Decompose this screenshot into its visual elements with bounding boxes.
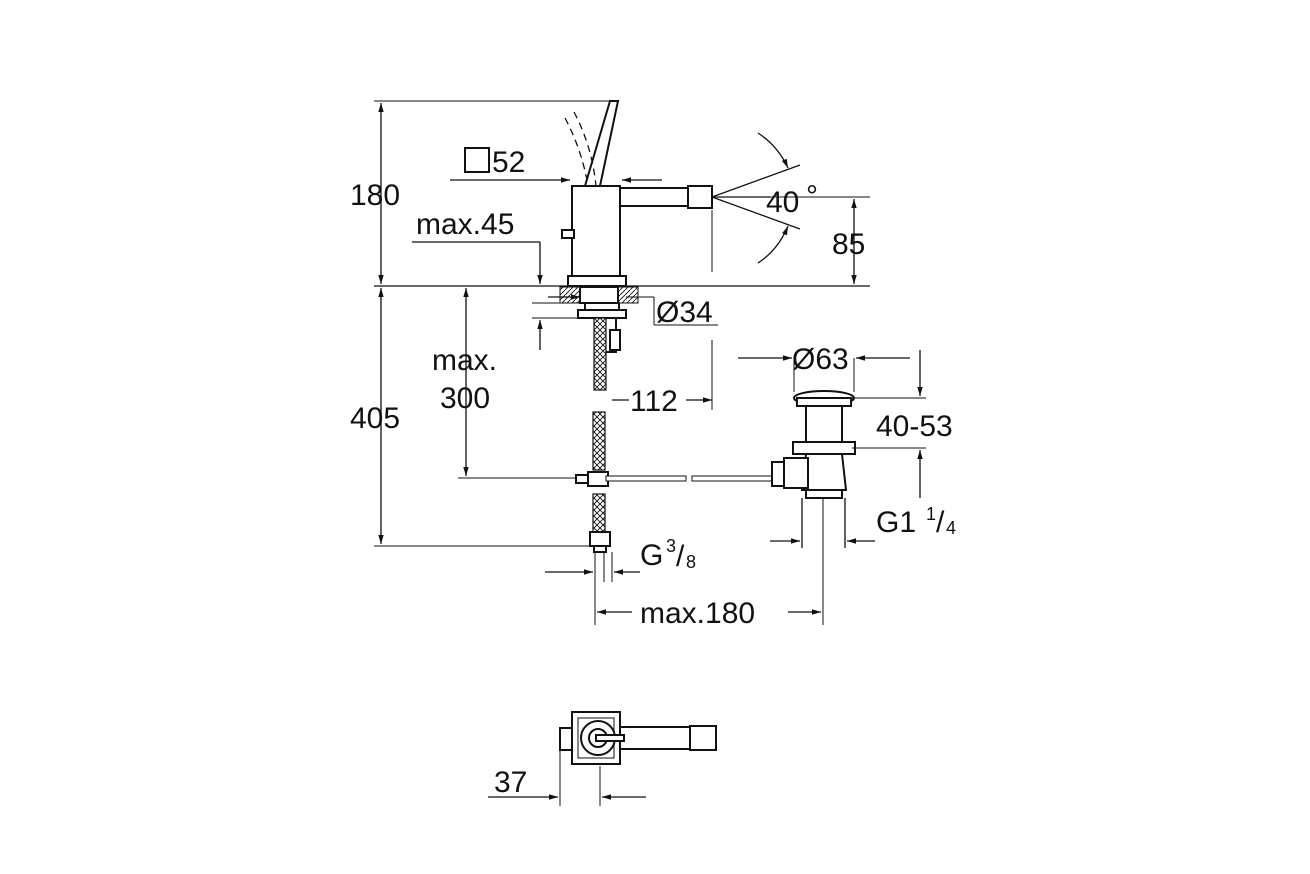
label-max-300-line2: 300	[440, 382, 490, 415]
label-40-53: 40-53	[876, 410, 953, 443]
label-angle: 40	[766, 186, 799, 219]
label-37: 37	[494, 766, 527, 799]
label-supply-thread-num: 3	[666, 536, 676, 556]
label-180: 180	[350, 179, 400, 212]
label-supply-thread-slash: /	[676, 540, 685, 573]
label-angle-unit: °	[806, 180, 818, 213]
label-square-52: 52	[492, 146, 525, 179]
label-85: 85	[832, 228, 865, 261]
mounting-assembly	[559, 286, 639, 353]
label-max-45: max.45	[416, 208, 514, 241]
dimension-labels: 180 52 max.45 40 ° 85 Ø34 max. 300 405 1…	[350, 146, 956, 799]
label-diameter-63: Ø63	[792, 343, 849, 376]
pull-rod	[605, 475, 773, 482]
dimension-lines	[378, 103, 923, 800]
label-waste-thread-slash: /	[936, 506, 945, 539]
label-405: 405	[350, 402, 400, 435]
label-112: 112	[630, 385, 678, 418]
label-waste-thread-den: 4	[946, 518, 956, 538]
supply-hose	[575, 317, 611, 553]
label-waste-thread-num: 1	[926, 504, 936, 524]
label-supply-thread: G	[640, 539, 663, 572]
label-supply-thread-den: 8	[686, 552, 696, 572]
label-max-180: max.180	[640, 597, 755, 630]
faucet-body	[561, 100, 713, 287]
label-diameter-34: Ø34	[656, 296, 713, 329]
plan-view	[559, 711, 717, 806]
extension-lines	[374, 100, 926, 625]
pop-up-waste	[771, 390, 856, 548]
square-symbol	[464, 147, 490, 173]
label-max-300-line1: max.	[432, 344, 497, 377]
label-waste-thread: G1	[876, 506, 916, 539]
